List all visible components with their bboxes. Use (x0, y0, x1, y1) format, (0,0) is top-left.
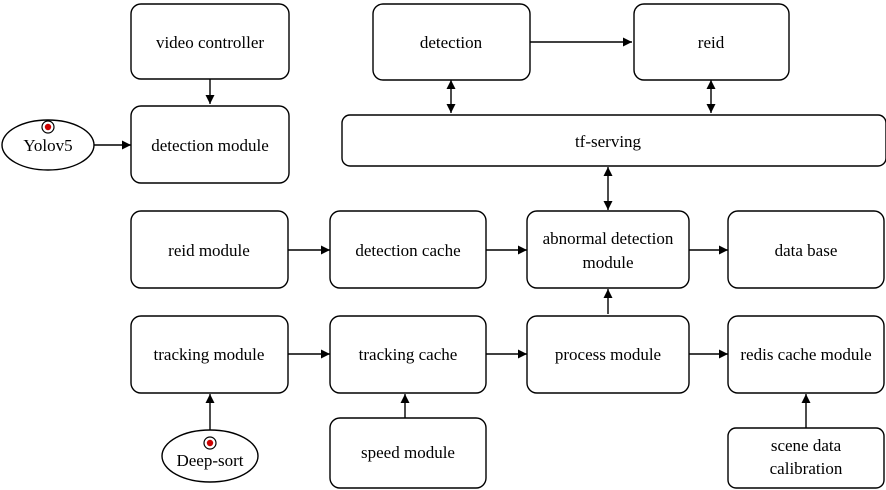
node-video-controller-label: video controller (156, 33, 264, 52)
node-scene-data-calibration-label-line-1: scene data (771, 436, 842, 455)
node-data-base-label: data base (775, 241, 838, 260)
node-detection: detection (372, 3, 531, 81)
node-detection-module: detection module (130, 105, 290, 184)
node-reid-label: reid (698, 33, 725, 52)
node-reid-module: reid module (130, 210, 289, 289)
node-detection-cache: detection cache (329, 210, 487, 289)
node-reid-module-label: reid module (168, 241, 250, 260)
node-speed-module: speed module (329, 417, 487, 489)
node-tracking-cache-label: tracking cache (359, 345, 458, 364)
node-process-module: process module (526, 315, 690, 394)
node-tracking-module-label: tracking module (154, 345, 265, 364)
node-deep-sort-label: Deep-sort (176, 451, 243, 470)
edges (94, 37, 811, 432)
node-tracking-cache: tracking cache (329, 315, 487, 394)
node-process-module-label: process module (555, 345, 661, 364)
node-detection-label: detection (420, 33, 483, 52)
node-abnormal-detection-module-label-line-2: module (583, 253, 634, 272)
node-data-base: data base (727, 210, 885, 289)
node-yolov5: Yolov5 (1, 119, 95, 171)
node-abnormal-detection-module: abnormal detection module (526, 210, 690, 289)
node-detection-module-label: detection module (151, 136, 269, 155)
node-deep-sort: Deep-sort (161, 429, 259, 483)
node-yolov5-label: Yolov5 (23, 136, 72, 155)
node-redis-cache-module-label: redis cache module (740, 345, 871, 364)
node-redis-cache-module: redis cache module (727, 315, 885, 394)
node-scene-data-calibration-label-line-2: calibration (770, 459, 843, 478)
node-reid: reid (633, 3, 790, 81)
node-speed-module-label: speed module (361, 443, 455, 462)
node-scene-data-calibration: scene data calibration (727, 427, 885, 489)
node-tf-serving: tf-serving (341, 114, 886, 167)
node-abnormal-detection-module-label-line-1: abnormal detection (543, 229, 674, 248)
node-video-controller: video controller (130, 3, 290, 80)
node-detection-cache-label: detection cache (355, 241, 460, 260)
node-tf-serving-label: tf-serving (575, 132, 642, 151)
nodes: video controller detection module Yolov5… (1, 3, 886, 489)
node-tracking-module: tracking module (130, 315, 289, 394)
